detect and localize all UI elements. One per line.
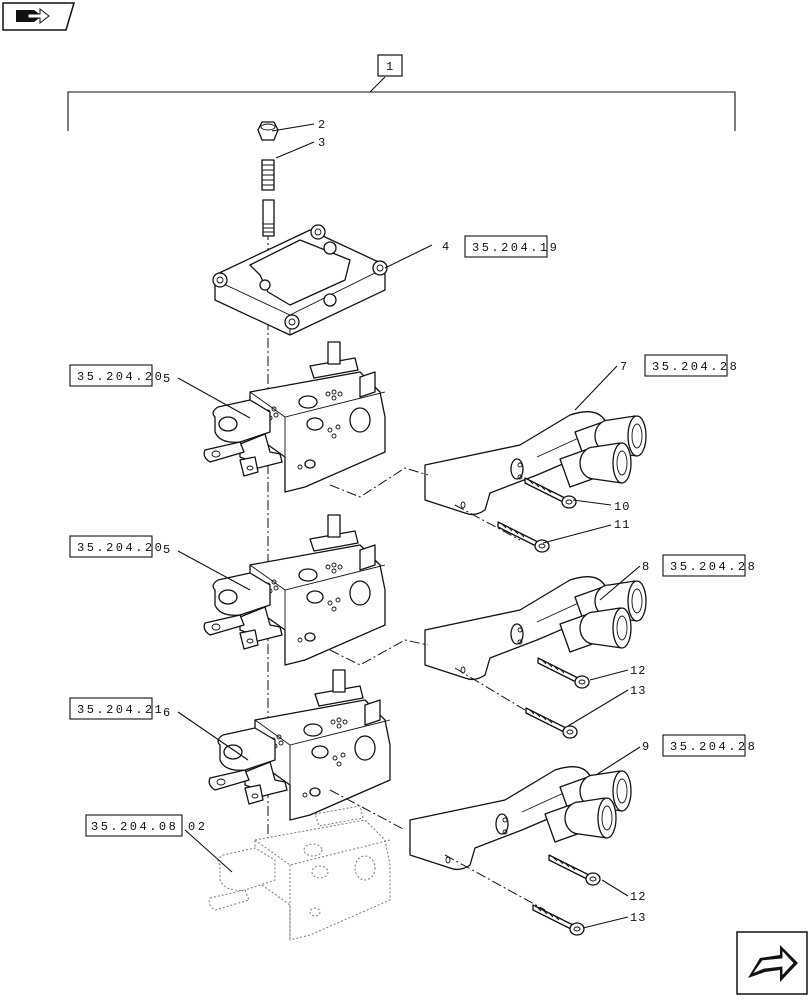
stud-part-3 bbox=[261, 159, 275, 237]
assembly-number: 1 bbox=[386, 60, 396, 74]
page-back-arrow-icon bbox=[16, 7, 50, 25]
callout-11: 11 bbox=[614, 518, 630, 532]
callout-13b: 13 bbox=[630, 911, 646, 925]
callout-6: 6 bbox=[163, 706, 171, 720]
ref-link-prev-section[interactable]: 35.204.08 02 bbox=[85, 814, 207, 837]
ref-link-6[interactable]: 35.204.21 bbox=[69, 697, 164, 720]
elbow-fitting-part-7 bbox=[424, 411, 647, 516]
ref-link-4-text: 35.204.19 bbox=[472, 241, 559, 255]
leader-lines bbox=[177, 123, 641, 929]
callout-12b: 12 bbox=[630, 890, 646, 904]
callout-12a: 12 bbox=[630, 664, 646, 678]
valve-section-part-5a bbox=[203, 341, 386, 493]
prev-page-button[interactable] bbox=[2, 2, 76, 31]
callout-10: 10 bbox=[614, 500, 630, 514]
ref-link-7[interactable]: 35.204.28 bbox=[644, 354, 739, 377]
alignment-lines bbox=[329, 467, 546, 911]
ref-link-6-text: 35.204.21 bbox=[77, 703, 164, 717]
callout-3: 3 bbox=[318, 136, 326, 150]
page-forward-arrow-icon bbox=[748, 945, 798, 982]
assembly-bracket: 1 bbox=[67, 54, 736, 131]
callout-5a: 5 bbox=[163, 372, 171, 386]
ref-link-5a[interactable]: 35.204.20 bbox=[69, 364, 164, 387]
valve-section-part-5b bbox=[203, 514, 386, 666]
ref-link-9[interactable]: 35.204.28 bbox=[662, 734, 757, 757]
callout-8: 8 bbox=[642, 560, 650, 574]
elbow-fitting-part-8 bbox=[424, 576, 647, 681]
callout-9: 9 bbox=[642, 740, 650, 754]
callout-5b: 5 bbox=[163, 543, 171, 557]
callout-13a: 13 bbox=[630, 684, 646, 698]
bolt-part-13a bbox=[525, 707, 578, 739]
ref-link-5b[interactable]: 35.204.20 bbox=[69, 535, 164, 558]
callout-7: 7 bbox=[620, 360, 628, 374]
ref-link-4[interactable]: 35.204.19 bbox=[464, 235, 559, 258]
bolt-part-12a bbox=[537, 657, 590, 689]
phantom-valve-section bbox=[208, 805, 391, 941]
cover-plate-part-4 bbox=[212, 224, 388, 336]
elbow-fitting-part-9 bbox=[409, 766, 632, 871]
ref-link-8[interactable]: 35.204.28 bbox=[662, 554, 757, 577]
bolt-part-11 bbox=[497, 521, 550, 553]
ref-link-8-text: 35.204.28 bbox=[670, 560, 757, 574]
next-page-button[interactable] bbox=[736, 931, 808, 995]
bolt-part-13b bbox=[532, 904, 585, 936]
ref-link-5a-text: 35.204.20 bbox=[77, 370, 164, 384]
callout-4: 4 bbox=[442, 240, 450, 254]
callout-2: 2 bbox=[318, 118, 326, 132]
bolt-part-12b bbox=[548, 854, 601, 886]
ref-link-7-text: 35.204.28 bbox=[652, 360, 739, 374]
ref-link-5b-text: 35.204.20 bbox=[77, 541, 164, 555]
ref-link-9-text: 35.204.28 bbox=[670, 740, 757, 754]
ref-link-prev-section-text: 35.204.08 02 bbox=[91, 820, 207, 834]
valve-section-part-6 bbox=[208, 669, 391, 821]
